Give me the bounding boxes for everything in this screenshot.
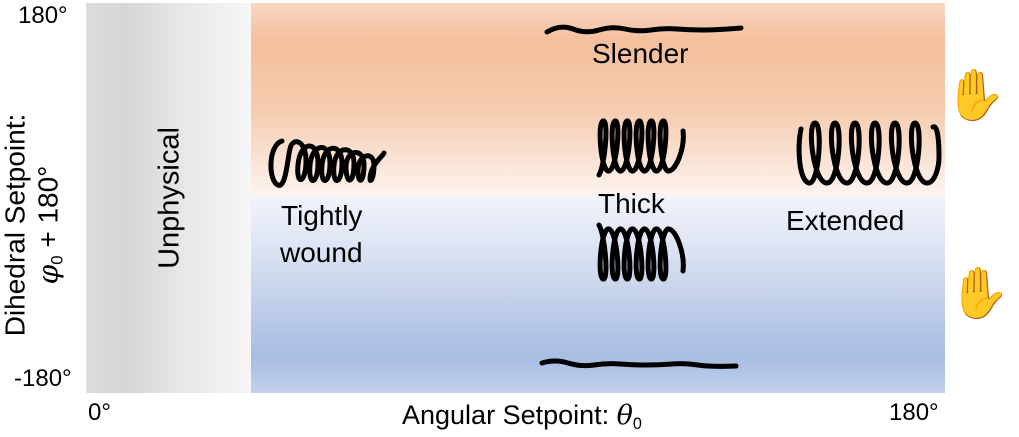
y-axis-title-offset: + 180° xyxy=(32,165,64,256)
y-axis-title: Dihedral Setpoint: φ0 + 180° xyxy=(0,114,74,337)
theta-symbol: θ xyxy=(616,400,633,431)
thick-spring-bottom-icon xyxy=(596,222,686,282)
x-axis-title-text: Angular Setpoint: xyxy=(402,400,617,430)
y-tick-bottom: -180° xyxy=(14,365,72,392)
hand-upper-icon: ✋ xyxy=(944,67,1007,123)
phi-symbol: φ xyxy=(31,264,65,285)
slender-label: Slender xyxy=(592,38,689,69)
tightly-wound-spring-icon xyxy=(268,138,387,188)
unphysical-region xyxy=(86,3,251,393)
theta-subscript: 0 xyxy=(632,414,642,433)
thick-spring-top-icon xyxy=(596,118,686,178)
hand-lower-icon: ✋ xyxy=(948,265,1011,321)
slender-spring-top-icon xyxy=(544,24,744,35)
lower-region-gradient xyxy=(251,196,945,393)
slender-spring-bottom-icon xyxy=(539,358,739,369)
thick-label: Thick xyxy=(598,188,665,219)
phi-subscript: 0 xyxy=(47,255,67,265)
x-tick-right: 180° xyxy=(889,399,939,426)
x-tick-left: 0° xyxy=(88,399,111,426)
extended-label: Extended xyxy=(786,205,905,236)
tightly-wound-label-line1: Tightly xyxy=(281,200,363,231)
tightly-wound-label-line2: wound xyxy=(280,237,363,268)
y-axis-title-line2: φ0 + 180° xyxy=(31,114,73,337)
unphysical-label: Unphysical xyxy=(153,127,186,269)
extended-spring-icon xyxy=(796,120,942,186)
y-tick-top: 180° xyxy=(18,2,68,29)
upper-region-gradient xyxy=(251,3,945,196)
x-axis-title: Angular Setpoint: θ0 xyxy=(402,400,642,434)
y-axis-title-line1: Dihedral Setpoint: xyxy=(0,113,31,337)
